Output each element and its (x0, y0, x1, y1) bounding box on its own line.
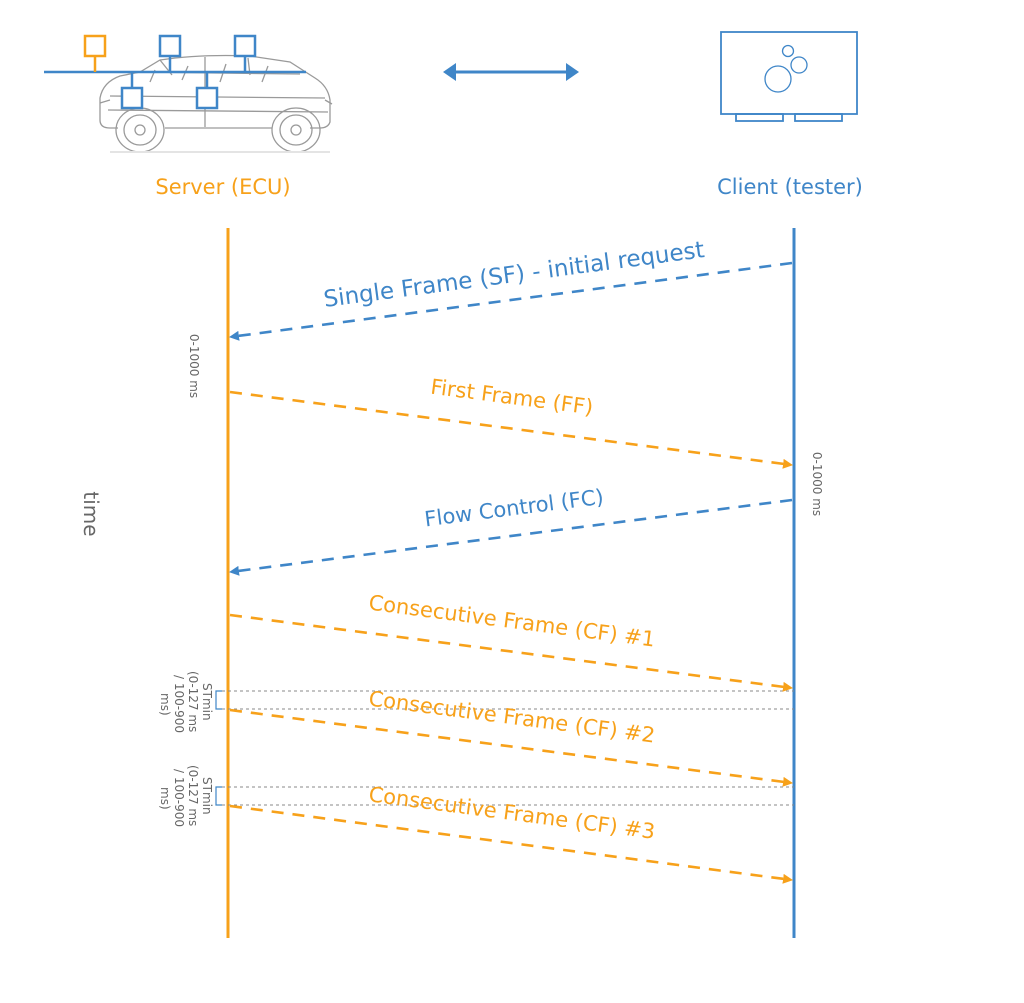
message-label-cf2: Consecutive Frame (CF) #2 (367, 687, 656, 748)
time-axis-label: time (79, 491, 103, 536)
server-label: Server (ECU) (155, 175, 290, 199)
tester-device-icon (720, 31, 858, 122)
stmin-bracket (215, 786, 222, 806)
external-node-box (83, 34, 107, 58)
message-label-cf3: Consecutive Frame (CF) #3 (367, 782, 656, 843)
device-screen (720, 31, 858, 115)
svg-text:STmin: STmin (200, 777, 214, 815)
bidirectional-arrow-icon (443, 63, 579, 81)
message-arrow-cf3 (229, 804, 793, 884)
stmin-bracket (215, 690, 222, 710)
svg-text:STmin: STmin (200, 683, 214, 721)
message-arrow-cf2 (229, 708, 793, 787)
message-arrow-sf (229, 261, 793, 341)
car-network-icon (44, 34, 333, 153)
server-timeout-label: 0-1000 ms (187, 334, 201, 398)
ecu-node-box (120, 86, 144, 110)
stmin-label-2: STmin (0-127 ms / 100-900 ms) (158, 765, 214, 827)
client-timeout-label: 0-1000 ms (810, 452, 824, 516)
message-label-sf: Single Frame (SF) - initial request (322, 237, 706, 313)
client-label: Client (tester) (717, 175, 863, 199)
message-arrow-ff (229, 390, 793, 469)
svg-text:(0-127 ms: (0-127 ms (186, 671, 200, 732)
messages-group: Single Frame (SF) - initial requestFirst… (229, 237, 793, 884)
message-label-fc: Flow Control (FC) (423, 485, 605, 532)
message-arrow-cf1 (229, 613, 793, 692)
ecu-node-box (233, 34, 257, 58)
svg-text:(0-127 ms: (0-127 ms (186, 765, 200, 826)
ecu-node-box (195, 86, 219, 110)
stmin-guide-1 (215, 690, 794, 710)
ecu-node-box (158, 34, 182, 58)
svg-text:ms): ms) (158, 693, 172, 716)
svg-text:/ 100-900: / 100-900 (172, 675, 186, 733)
svg-text:/ 100-900: / 100-900 (172, 769, 186, 827)
message-label-cf1: Consecutive Frame (CF) #1 (367, 591, 656, 652)
stmin-guide-2 (215, 786, 794, 806)
svg-text:ms): ms) (158, 787, 172, 810)
stmin-label-1: STmin (0-127 ms / 100-900 ms) (158, 671, 214, 733)
message-arrow-fc (229, 498, 793, 576)
message-label-ff: First Frame (FF) (429, 375, 594, 420)
